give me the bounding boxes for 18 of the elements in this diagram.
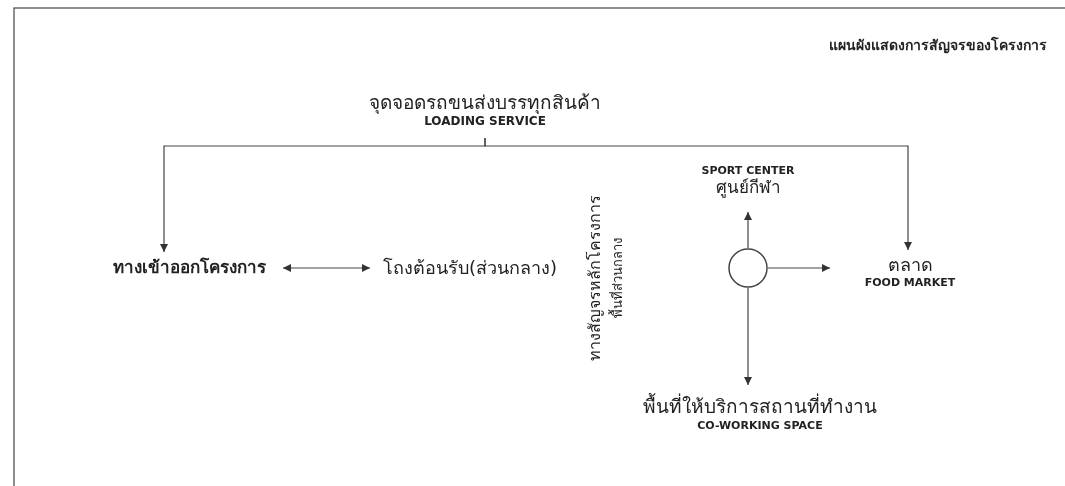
co-working-label-subtitle: CO-WORKING SPACE (697, 419, 823, 433)
diagram-title: แผนผังแสดงการสัญจรของโครงการ (829, 35, 1047, 56)
food-market-label-subtitle: FOOD MARKET (864, 276, 956, 291)
arrow (767, 263, 831, 273)
food-market-label: ตลาด (887, 253, 933, 277)
lobby-label: โถงต้อนรับ(ส่วนกลาง) (382, 256, 557, 280)
corridor-sublabel: พื้นที่ส่วนกลาง (607, 237, 626, 321)
loading-service-label: จุดจอดรถขนส่งบรรทุกสินค้า (369, 90, 601, 115)
co-working-label: พื้นที่ให้บริการสถานที่ทำงาน (643, 395, 877, 419)
sport-center-label: SPORT CENTER (701, 163, 795, 178)
arrow (743, 287, 753, 386)
loading-service-label-subtitle: LOADING SERVICE (424, 114, 546, 130)
sport-center-label-subtitle: ศูนย์กีฬา (715, 177, 781, 199)
arrow (484, 137, 913, 251)
arrow (743, 211, 753, 249)
entrance-label: ทางเข้าออกโครงการ (112, 257, 266, 279)
arrow (282, 263, 371, 273)
corridor-label: ทางสัญจรหลักโครงการ (583, 194, 605, 364)
